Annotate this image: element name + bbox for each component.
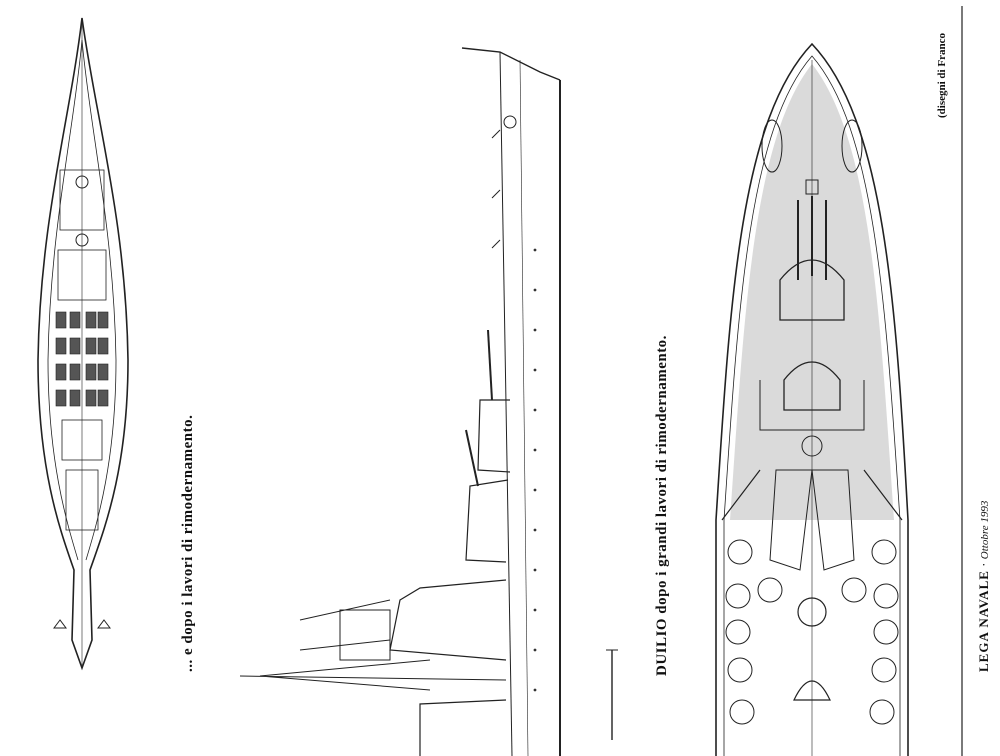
caption-duilio: DUILIO dopo i grandi lavori di rimoderna… (654, 335, 670, 676)
footer-separator: · (976, 559, 991, 571)
ship-plan-view-left (37, 17, 129, 671)
caption-after-refit: ... e dopo i lavori di rimodernamento. (180, 414, 196, 672)
ship-deck-plan-right (715, 42, 909, 756)
page-footer: LEGA NAVALE · Ottobre 1993 (976, 501, 992, 672)
drawing-credit: (disegni di Franco (936, 33, 948, 118)
footer-date: Ottobre 1993 (979, 500, 991, 560)
footer-brand: LEGA NAVALE (976, 570, 991, 672)
ship-side-elevation (239, 47, 618, 756)
